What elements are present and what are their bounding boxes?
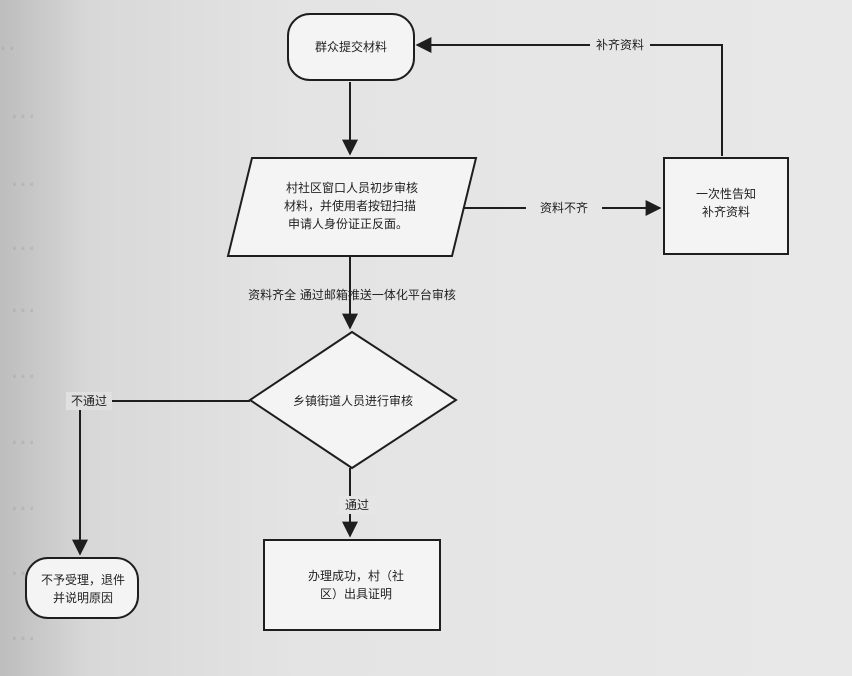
node-decision-shape — [248, 330, 458, 470]
bg-line: … — [10, 487, 36, 517]
node-review-label: 申请人身份证正反面。 — [288, 216, 408, 231]
edge-label-resubmit: 补齐资料 — [596, 37, 644, 52]
node-issue: 办理成功，村（社 区）出具证明 — [263, 539, 441, 631]
background-print: … … … … … … … … … … — [0, 27, 36, 647]
edge-label-bg — [338, 496, 376, 514]
bg-line: … — [10, 95, 36, 125]
node-supplement-shape — [663, 157, 789, 255]
node-supplement-label: 补齐资料 — [702, 204, 750, 219]
edge-label-bg — [66, 392, 112, 410]
node-decision: 乡镇街道人员进行审核 — [248, 330, 458, 470]
bg-line: … — [10, 355, 36, 385]
node-reject-shape — [25, 557, 139, 619]
node-reject: 不予受理，退件 并说明原因 — [25, 557, 139, 619]
node-review-shape — [226, 157, 478, 257]
edge-label-incomplete: 资料不齐 — [540, 200, 588, 215]
node-issue-label: 区）出具证明 — [320, 587, 392, 601]
node-start-label: 群众提交材料 — [315, 39, 387, 54]
node-issue-label: 办理成功，村（社 — [308, 568, 404, 583]
node-decision-label: 乡镇街道人员进行审核 — [293, 393, 413, 408]
edge-decision-to-reject — [72, 400, 250, 556]
node-review: 村社区窗口人员初步审核 材料，并使用者按钮扫描 申请人身份证正反面。 — [226, 157, 478, 257]
node-issue-shape — [263, 539, 441, 631]
node-start: 群众提交材料 — [287, 13, 415, 81]
bg-line: … — [10, 163, 36, 193]
edge-label-fail: 不通过 — [71, 394, 107, 408]
edge-label-bg — [526, 199, 602, 217]
edge-label-pass: 通过 — [345, 498, 369, 512]
node-reject-label: 并说明原因 — [53, 590, 113, 605]
node-supplement-label: 一次性告知 — [696, 187, 756, 201]
bg-line: … — [0, 27, 16, 57]
edge-supplement-to-start — [415, 37, 723, 156]
node-start-shape — [287, 13, 415, 81]
bg-line: … — [10, 289, 36, 319]
node-reject-label: 不予受理，退件 — [41, 573, 125, 587]
edge-labels: 资料不齐 补齐资料 资料齐全 通过邮箱推送一体化平台审核 通过 不通过 — [66, 36, 650, 514]
edge-label-complete: 资料齐全 通过邮箱推送一体化平台审核 — [248, 287, 456, 302]
bg-line: … — [10, 227, 36, 257]
node-review-label: 材料，并使用者按钮扫描 — [284, 198, 416, 213]
node-supplement: 一次性告知 补齐资料 — [663, 157, 789, 255]
edge-label-bg — [590, 36, 650, 54]
bg-line: … — [10, 421, 36, 451]
node-review-label: 村社区窗口人员初步审核 — [286, 180, 418, 195]
bg-line: … — [10, 617, 36, 647]
